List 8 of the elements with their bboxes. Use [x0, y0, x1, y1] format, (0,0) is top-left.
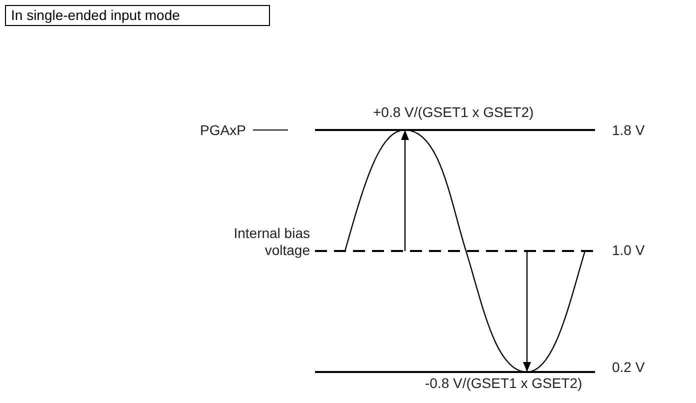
peak-amplitude-label: +0.8 V/(GSET1 x GSET2) [373, 104, 535, 121]
bias-label: Internal bias voltage [232, 225, 310, 259]
voltage-label: 1.0 V [612, 242, 646, 259]
caption-box: In single-ended input mode [5, 5, 270, 26]
peak-amplitude-label: -0.8 V/(GSET1 x GSET2) [425, 375, 584, 392]
signal-name: PGAxP [200, 122, 247, 139]
voltage-label: 1.8 V [612, 122, 646, 139]
voltage-label: 0.2 V [612, 359, 646, 376]
